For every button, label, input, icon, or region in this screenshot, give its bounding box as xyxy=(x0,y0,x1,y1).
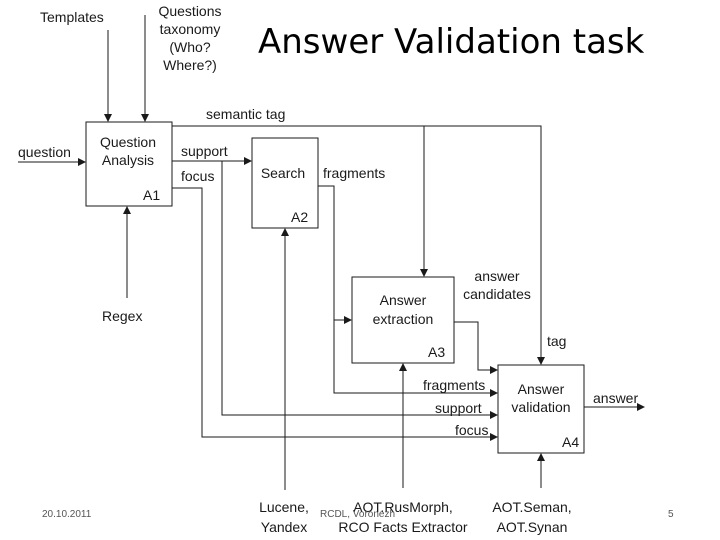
fragments-a4-label: fragments xyxy=(423,377,485,393)
regex-label: Regex xyxy=(102,308,142,324)
focus-a4-label: focus xyxy=(455,422,488,438)
support-label: support xyxy=(181,143,228,159)
support-a4-label: support xyxy=(435,400,482,416)
semantic-tag-to-a4 xyxy=(424,125,545,365)
fragments-to-a3 xyxy=(318,185,352,324)
footer-date: 20.10.2011 xyxy=(42,509,92,520)
semantic-tag-label: semantic tag xyxy=(206,106,285,122)
templates-label: Templates xyxy=(40,9,104,25)
a1-id: A1 xyxy=(143,187,160,203)
answer-candidates-arrow xyxy=(454,321,498,374)
aot-rus-label: AOT.RusMorph,RCO Facts Extractor xyxy=(338,499,467,535)
lucene-label: Lucene,Yandex xyxy=(259,499,309,535)
a2-id: A2 xyxy=(291,209,308,225)
a4-id: A4 xyxy=(562,434,579,450)
support-to-a4 xyxy=(221,161,498,419)
block-a4 xyxy=(497,364,585,454)
block-a1 xyxy=(85,121,173,207)
answer-label: answer xyxy=(593,390,638,406)
question-label: question xyxy=(18,144,71,160)
focus-to-a4 xyxy=(172,187,498,441)
footer-conference: RCDL, Voronezh xyxy=(320,509,396,520)
a3-id: A3 xyxy=(428,344,445,360)
slide-title: Answer Validation task xyxy=(258,22,645,62)
aot-seman-label: AOT.Seman,AOT.Synan xyxy=(492,499,571,535)
fragments-to-a4 xyxy=(333,320,498,397)
block-a2 xyxy=(251,137,319,229)
a2-label: Search xyxy=(261,165,305,181)
focus-label: focus xyxy=(181,168,214,184)
block-a3 xyxy=(351,276,455,364)
page-number: 5 xyxy=(668,509,674,520)
tag-label: tag xyxy=(547,333,566,349)
fragments-label: fragments xyxy=(323,165,385,181)
